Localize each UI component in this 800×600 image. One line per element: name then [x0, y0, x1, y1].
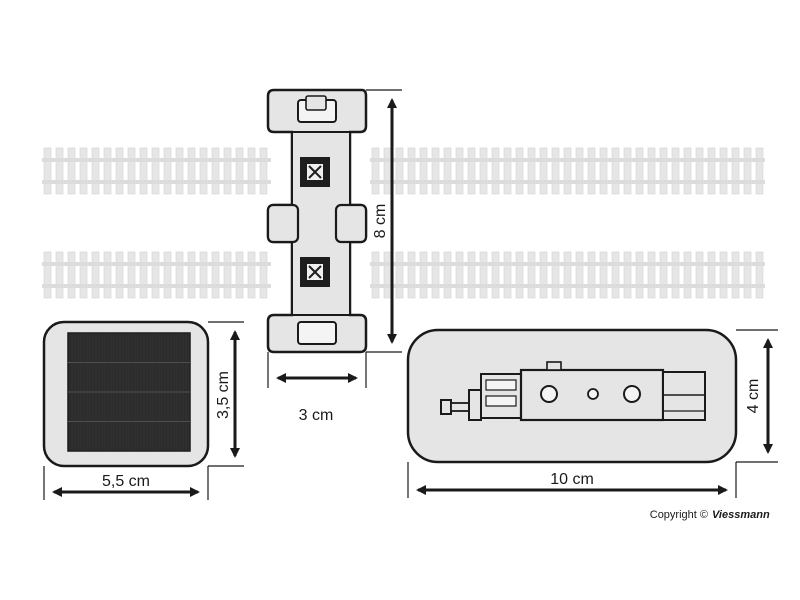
control-module: [406, 328, 738, 464]
track-upper: [42, 147, 765, 195]
servo-mechanism-icon: [440, 361, 706, 422]
dimension-module-length: 10 cm: [407, 462, 737, 498]
sensor-upper-icon: [300, 157, 330, 187]
label-10cm: 10 cm: [550, 471, 594, 488]
label-3cm: 3 cm: [299, 407, 334, 424]
sensor-lower-icon: [300, 257, 330, 287]
dimension-solar-width: 5,5 cm: [43, 466, 209, 500]
dimension-solar-height: 3,5 cm: [208, 321, 244, 467]
label-4cm: 4 cm: [745, 379, 762, 414]
label-3-5cm: 3,5 cm: [215, 371, 232, 419]
label-8cm: 8 cm: [372, 204, 389, 239]
copyright-text: Copyright ©: [650, 509, 708, 521]
dimension-track-device-height: 8 cm: [366, 89, 402, 353]
solar-cell-grid: [68, 333, 190, 451]
dimension-module-height: 4 cm: [736, 329, 778, 463]
track-lower: [42, 251, 765, 299]
label-5-5cm: 5,5 cm: [102, 473, 150, 490]
track-device: [266, 88, 368, 354]
brand-viessmann: Viessmann: [712, 509, 770, 521]
copyright-notice: Copyright © Viessmann: [650, 509, 770, 521]
dimension-track-device-width: 3 cm: [267, 352, 367, 424]
solar-panel: [42, 320, 210, 468]
